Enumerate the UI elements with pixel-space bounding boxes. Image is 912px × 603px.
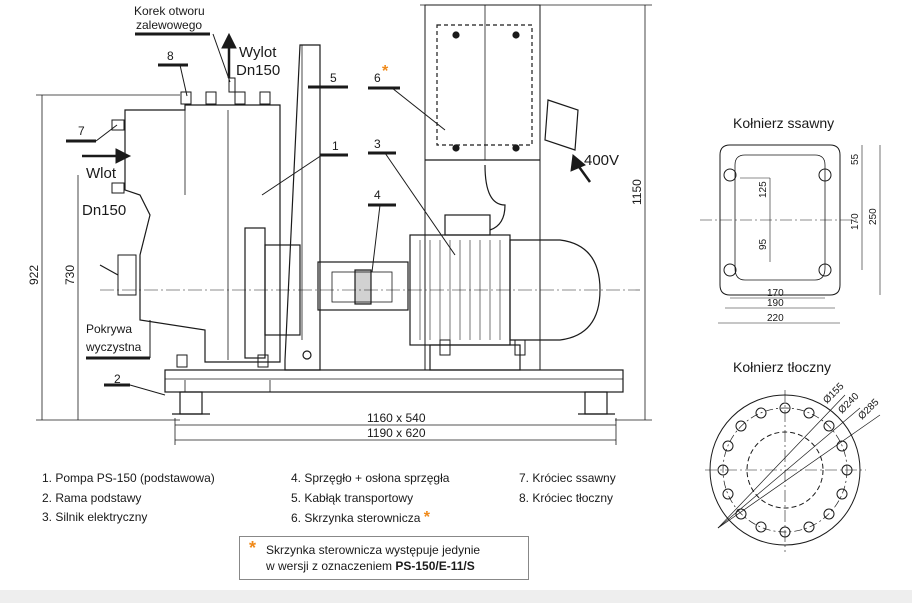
note-box: * Skrzynka sterownicza występuje jedynie…: [239, 536, 529, 580]
base-foot-left: [179, 391, 203, 415]
dim-suction-55: 55: [850, 153, 861, 165]
footer-bar: [0, 590, 912, 603]
callout-num-2: 2: [114, 372, 121, 386]
legend-item-6-label: 6. Skrzynka sterownicza: [291, 511, 421, 525]
callout-wylot-2: Dn150: [236, 62, 280, 79]
base-frame: [164, 369, 624, 393]
dim-suction-250: 250: [868, 208, 879, 225]
dim-discharge-285: Ø285: [856, 397, 881, 422]
dim-suction-190: 190: [767, 298, 784, 309]
callout-num-8: 8: [167, 49, 174, 63]
dim-suction-220: 220: [767, 313, 784, 324]
callout-wlot-2: Dn150: [82, 202, 126, 219]
star-icon: *: [249, 538, 257, 558]
callout-num-1: 1: [332, 139, 339, 153]
legend-item-6: 6. Skrzynka sterownicza *: [291, 508, 449, 529]
callout-num-4: 4: [374, 188, 381, 202]
legend-item-3: 3. Silnik elektryczny: [42, 510, 148, 524]
dim-height-total: 922: [27, 265, 41, 285]
legend-item-4: 4. Sprzęgło + osłona sprzęgła: [291, 471, 450, 485]
note-line-1: Skrzynka sterownicza występuje jedynie: [266, 543, 481, 557]
dim-height-axis: 730: [63, 265, 77, 285]
legend-item-8: 8. Króciec tłoczny: [519, 490, 614, 505]
dim-base-outer: 1190 x 620: [367, 426, 426, 440]
power-socket: [544, 99, 579, 151]
dim-suction-170h: 170: [767, 288, 784, 299]
callout-voltage: 400V: [584, 152, 619, 169]
legend-col-2: 4. Sprzęgło + osłona sprzęgła 5. Kabłąk …: [291, 469, 449, 529]
note-line-2-model: PS-150/E-11/S: [395, 559, 475, 573]
callout-korek-1: Korek otworu: [134, 4, 205, 18]
dim-height-box: 1150: [630, 179, 644, 205]
callout-wylot-1: Wylot: [239, 44, 277, 61]
pump-assembly: [99, 4, 640, 415]
dim-suction-95: 95: [758, 238, 769, 250]
star-icon: *: [382, 63, 389, 80]
pump-body: [124, 104, 281, 363]
callout-korek-2: zalewowego: [136, 18, 202, 32]
legend-col-1: 1. Pompa PS-150 (podstawowa) 2. Rama pod…: [42, 469, 215, 528]
suction-flange-title: Kołnierz ssawny: [733, 115, 834, 131]
callout-pokrywa-2: wyczystna: [85, 340, 142, 354]
transport-bow: [284, 44, 321, 371]
dim-suction-170v: 170: [850, 213, 861, 230]
callout-pokrywa-1: Pokrywa: [86, 322, 132, 336]
legend-item-5: 5. Kabłąk transportowy: [291, 490, 414, 505]
legend-col-3: 7. Króciec ssawny 8. Króciec tłoczny: [519, 469, 616, 508]
discharge-flange: [705, 390, 881, 552]
labels: Korek otworu zalewowego Wylot Dn150 Wlot…: [27, 4, 882, 440]
legend-item-2: 2. Rama podstawy: [42, 490, 142, 505]
callout-num-7: 7: [78, 124, 85, 138]
note-line-2-prefix: w wersji z oznaczeniem: [266, 559, 396, 573]
callout-wlot-1: Wlot: [86, 165, 117, 182]
coupling: [317, 261, 409, 311]
dim-suction-125: 125: [758, 181, 769, 198]
dim-base-inner: 1160 x 540: [367, 411, 426, 425]
star-icon: *: [423, 509, 430, 526]
control-box: [436, 24, 533, 146]
callout-num-5: 5: [330, 71, 337, 85]
callout-num-3: 3: [374, 137, 381, 151]
suction-flange: [700, 144, 881, 324]
discharge-flange-title: Kołnierz tłoczny: [733, 359, 831, 375]
base-foot-right: [584, 391, 608, 415]
legend-item-7: 7. Króciec ssawny: [519, 471, 616, 485]
note-line-2: w wersji z oznaczeniem PS-150/E-11/S: [266, 558, 520, 574]
legend-item-1: 1. Pompa PS-150 (podstawowa): [42, 471, 215, 485]
callout-num-6: 6: [374, 71, 381, 85]
